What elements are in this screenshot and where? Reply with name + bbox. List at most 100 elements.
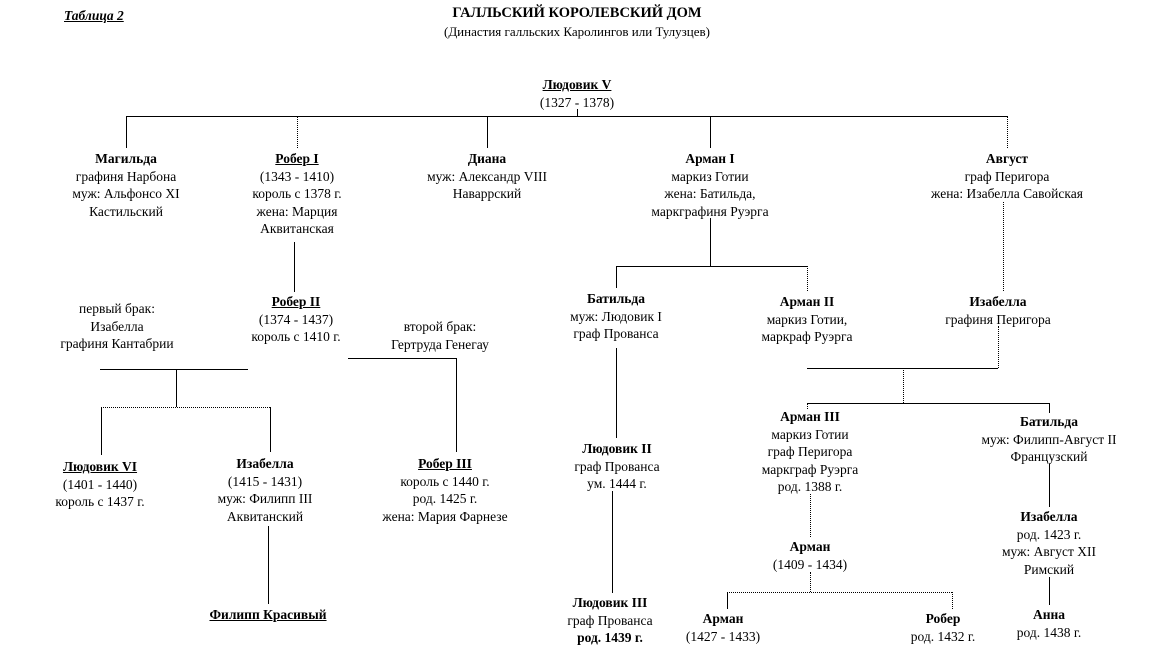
person-detail: муж: Филипп-Август II	[981, 431, 1117, 447]
connector-dotted-12	[807, 266, 808, 291]
person-name: Арман III	[780, 409, 840, 424]
person-detail: род. 1439 г.	[577, 630, 643, 645]
tree-node-arman-1409: Арман(1409 - 1434)	[773, 538, 847, 573]
person-detail: муж: Александр VIII	[427, 168, 547, 184]
person-detail: род. 1432 г.	[910, 628, 976, 644]
person-name: Изабелла	[1020, 509, 1078, 524]
connector-solid-0	[577, 109, 578, 116]
person-detail: маркраф Руэрга	[761, 329, 853, 344]
person-name: Август	[985, 151, 1029, 166]
person-detail: (1401 - 1440)	[62, 476, 138, 492]
person-detail: король с 1410 г.	[251, 329, 341, 344]
person-name: Робер II	[271, 294, 321, 309]
connector-solid-9	[710, 218, 711, 266]
connector-solid-15	[176, 369, 177, 407]
person-detail: граф Перигора	[964, 168, 1050, 184]
connector-dotted-6	[1007, 116, 1008, 148]
person-detail: маркграф Руэрга	[761, 461, 859, 477]
connector-solid-32	[727, 592, 728, 609]
tree-node-arman-1427: Арман (1427 - 1433)	[686, 610, 760, 645]
tree-node-diana: Диана муж: Александр VIII Наваррский	[427, 150, 547, 203]
person-name: Анна	[1032, 607, 1066, 622]
person-name: Арман II	[779, 294, 835, 309]
person-name: Людовик V	[542, 77, 612, 92]
person-detail: Кастильский	[89, 203, 163, 219]
person-detail: жена: Батильда,	[664, 186, 756, 201]
person-name: Филипп Красивый	[209, 607, 327, 622]
person-detail: род. 1425 г.	[412, 491, 478, 506]
connector-solid-35	[268, 526, 269, 604]
person-detail: род. 1388 г.	[777, 479, 843, 494]
person-detail: король с 1378 г.	[252, 186, 342, 201]
tree-node-rober-i: Робер I(1343 - 1410)король с 1378 г.жена…	[252, 150, 341, 238]
person-detail: ум. 1444 г.	[587, 476, 647, 491]
tree-node-ludovik-vi: Людовик VI(1401 - 1440)король с 1437 г.	[55, 458, 144, 511]
connector-solid-26	[1049, 403, 1050, 413]
connector-solid-2	[126, 116, 127, 148]
connector-dotted-8	[1003, 202, 1004, 291]
connector-dotted-25	[807, 403, 808, 409]
connector-solid-14	[100, 369, 248, 370]
person-detail: муж: Альфонсо XI	[72, 186, 180, 201]
person-detail: маркиз Готии	[671, 168, 749, 184]
person-detail: (1327 - 1378)	[539, 94, 615, 110]
connector-dotted-16	[101, 407, 270, 408]
person-detail: король с 1437 г.	[55, 494, 145, 509]
person-detail: Французский	[1010, 449, 1088, 464]
person-name: Батильда	[1019, 414, 1079, 429]
connector-solid-22	[807, 368, 998, 369]
connector-dotted-29	[810, 494, 811, 537]
connector-solid-5	[710, 116, 711, 148]
person-detail: (1427 - 1433)	[685, 628, 761, 644]
tree-node-rober-1432: Робер род. 1432 г.	[911, 610, 976, 645]
person-detail: жена: Марция	[256, 203, 338, 219]
connector-dotted-31	[727, 592, 952, 593]
connector-solid-4	[487, 116, 488, 148]
person-name: Магильда	[95, 151, 157, 166]
table-label: Таблица 2	[64, 8, 124, 23]
tree-node-batilda-2: Батильда муж: Филипп-Август II Французский	[981, 413, 1116, 466]
person-name: Людовик III	[572, 595, 648, 610]
person-detail: маркиз Готии	[771, 426, 849, 442]
person-detail: (1415 - 1431)	[227, 473, 303, 489]
person-name: Арман	[702, 611, 744, 626]
connector-solid-24	[807, 403, 1049, 404]
person-detail: Гертруда Генегау	[391, 336, 489, 352]
connector-solid-18	[270, 407, 271, 452]
connector-dotted-30	[810, 572, 811, 592]
person-detail: муж: Людовик I	[570, 308, 662, 324]
connector-solid-27	[1049, 464, 1050, 507]
connector-solid-34	[612, 491, 613, 593]
connector-solid-19	[348, 358, 456, 359]
person-name: первый брак:	[79, 301, 155, 316]
person-detail: Аквитанская	[260, 221, 334, 236]
person-detail: род. 1423 г.	[1016, 526, 1082, 542]
person-detail: (1374 - 1437)	[258, 311, 334, 327]
person-name: Изабелла	[969, 294, 1027, 309]
page-subtitle: (Династия галльских Каролингов или Тулуз…	[443, 24, 711, 39]
tree-node-vtoroi-brak: второй брак:Гертруда Генегау	[391, 318, 489, 353]
person-name: Робер	[925, 611, 961, 626]
person-detail: Наваррский	[452, 186, 522, 201]
person-detail: Аквитанский	[226, 508, 304, 524]
person-name: Батильда	[586, 291, 646, 306]
connector-dotted-3	[297, 116, 298, 148]
person-name: Изабелла	[236, 456, 294, 471]
connector-solid-1	[126, 116, 1007, 117]
page-title: ГАЛЛЬСКИЙ КОРОЛЕВСКИЙ ДОМ	[452, 5, 702, 21]
connector-solid-17	[101, 407, 102, 455]
person-detail: Римский	[1023, 561, 1075, 577]
person-name: Диана	[467, 151, 507, 166]
connector-solid-13	[616, 348, 617, 438]
person-detail: маркграфиня Руэрга	[651, 203, 769, 219]
